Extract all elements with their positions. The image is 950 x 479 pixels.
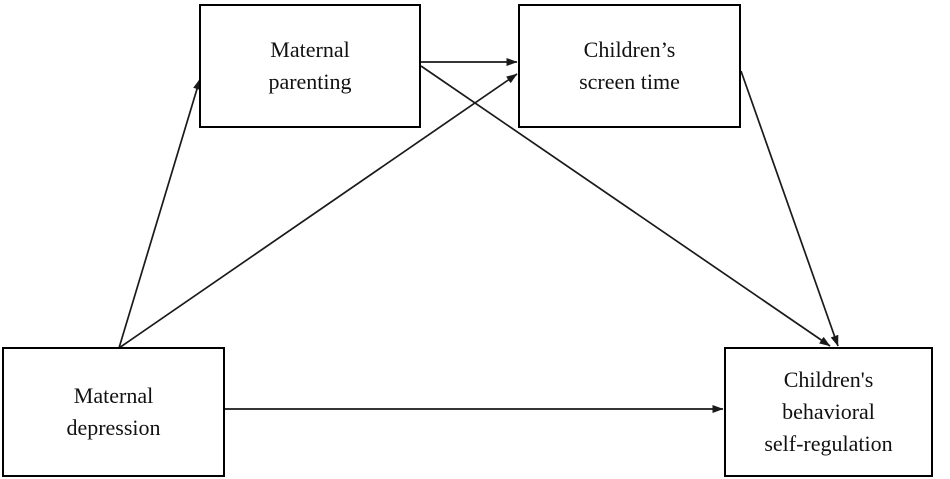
node-maternal-depression[interactable]: Maternal depression	[2, 347, 225, 477]
node-maternal-parenting[interactable]: Maternal parenting	[199, 4, 421, 128]
node-childrens-behavioral-self-regulation[interactable]: Children's behavioral self-regulation	[724, 347, 933, 477]
node-maternal-parenting-label: Maternal parenting	[268, 37, 352, 94]
node-childrens-screen-time-label: Children’s screen time	[579, 37, 680, 94]
node-maternal-depression-label: Maternal depression	[66, 383, 161, 440]
node-childrens-screen-time[interactable]: Children’s screen time	[518, 4, 741, 128]
edge-depression-to-parenting	[118, 78, 201, 349]
node-childrens-behavioral-self-regulation-label: Children's behavioral self-regulation	[764, 367, 893, 456]
edge-screen-time-to-self-regulation	[740, 70, 839, 347]
